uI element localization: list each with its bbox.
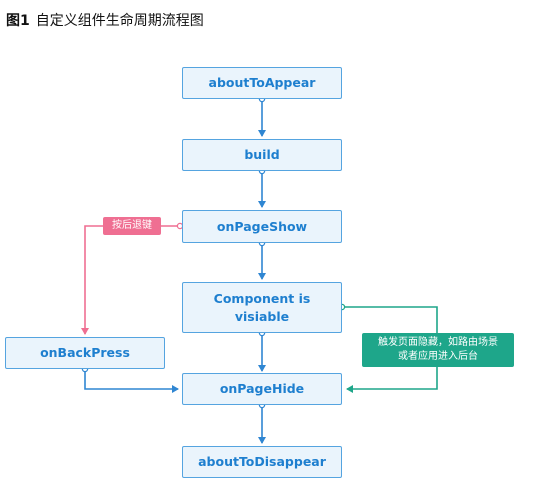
back-key-flow — [81, 222, 184, 335]
figure-number: 图1 — [6, 13, 30, 29]
node-about-to-appear-label: aboutToAppear — [208, 75, 316, 90]
main-flow-arrows — [84, 99, 266, 444]
node-on-page-show: onPageShow — [182, 210, 342, 243]
node-about-to-appear: aboutToAppear — [182, 67, 342, 99]
node-component-visible-line1: Component is — [213, 290, 311, 306]
node-on-back-press-label: onBackPress — [40, 345, 130, 360]
node-component-visible: Component is visiable — [182, 282, 342, 333]
back-key-tag-label: 按后退键 — [112, 220, 152, 231]
node-build: build — [182, 139, 342, 171]
node-on-page-show-label: onPageShow — [216, 218, 308, 234]
hide-trigger-tag: 触发页面隐藏，如路由场景 或者应用进入后台 — [362, 333, 514, 367]
node-build-label: build — [244, 147, 280, 162]
arrow-backpress-to-pagehide — [84, 369, 179, 393]
node-about-to-disappear: aboutToDisappear — [182, 446, 342, 478]
node-about-to-disappear-label: aboutToDisappear — [198, 454, 326, 469]
node-on-page-hide: onPageHide — [182, 373, 342, 405]
node-component-visible-line2: visiable — [234, 308, 290, 324]
back-key-tag: 按后退键 — [103, 217, 161, 235]
figure-caption: 自定义组件生命周期流程图 — [35, 13, 204, 29]
node-on-back-press: onBackPress — [5, 337, 165, 369]
node-on-page-hide-label: onPageHide — [219, 381, 305, 396]
hide-trigger-tag-line1: 触发页面隐藏，如路由场景 — [378, 337, 498, 348]
hide-trigger-tag-line2: 或者应用进入后台 — [398, 351, 478, 362]
figure-title: 图1 自定义组件生命周期流程图 — [6, 10, 204, 30]
